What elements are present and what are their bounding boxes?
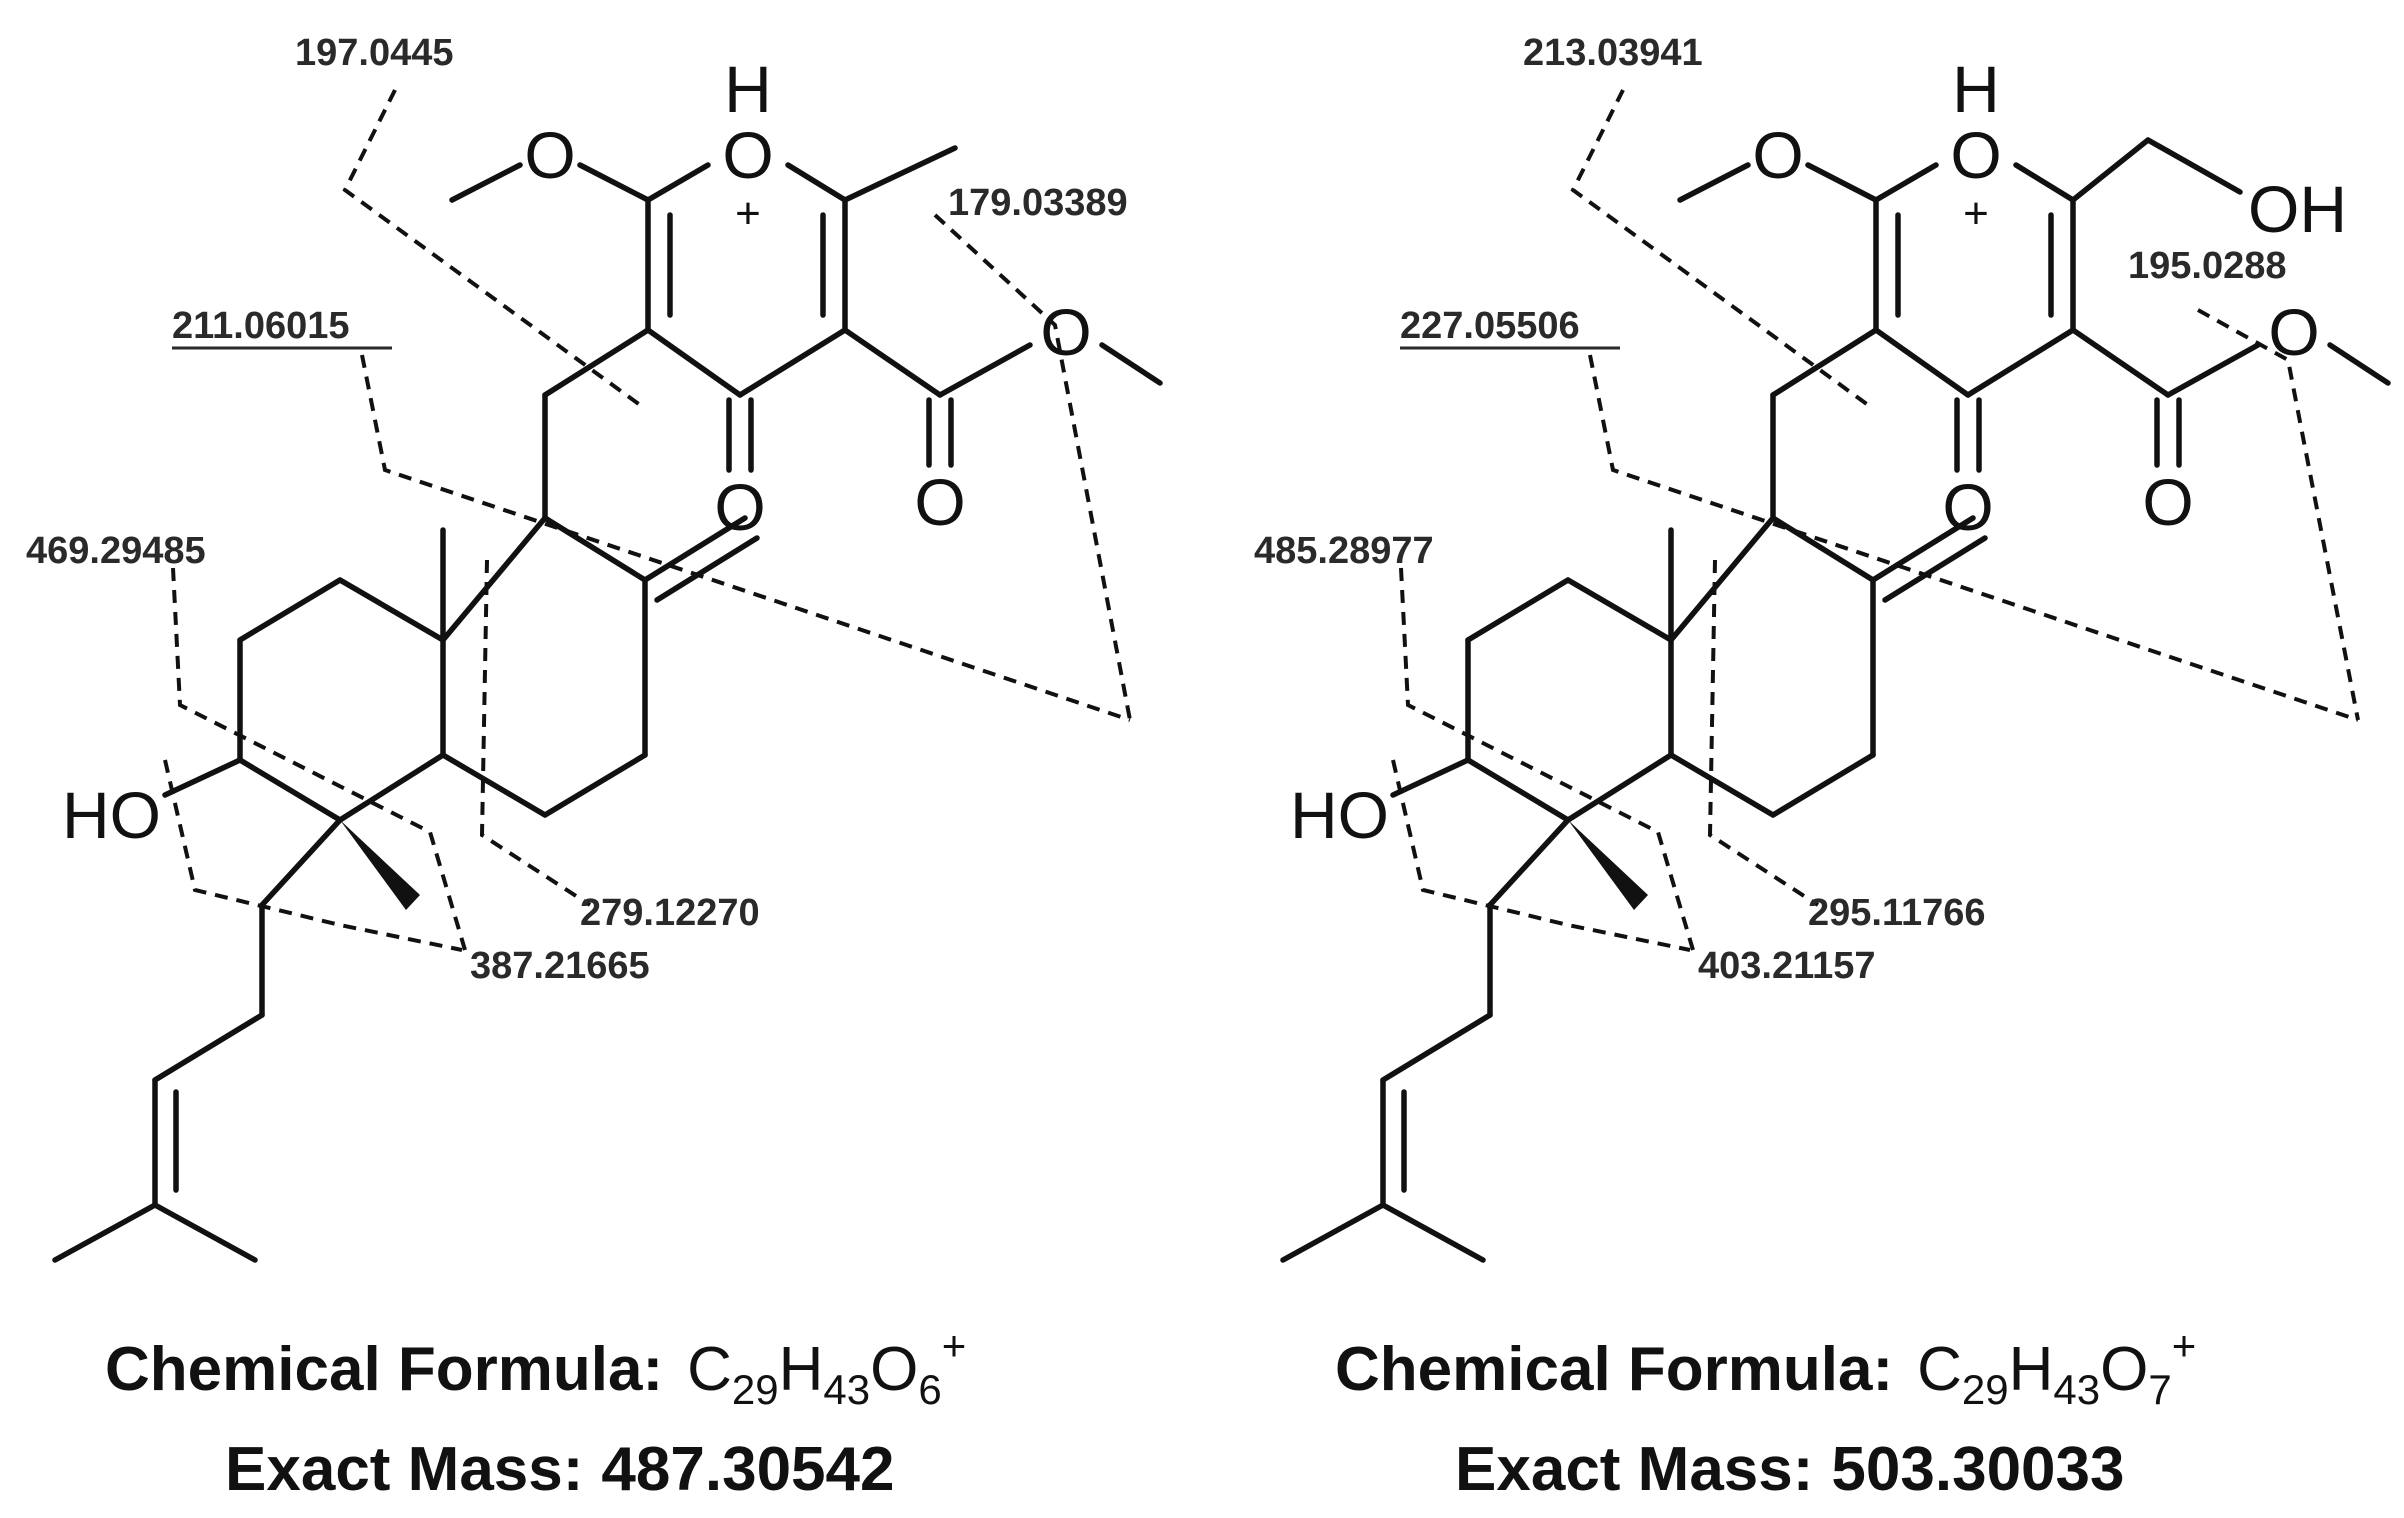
fragment-mass-label: 179.03389: [948, 182, 1128, 224]
bond-skeleton-left: [52, 145, 1163, 1263]
atom-ring-o: O: [1950, 118, 2001, 192]
fragment-mass-label: 295.11766: [1808, 892, 1986, 934]
atom-ester-o: O: [2268, 295, 2319, 369]
formula-o-count: 6: [918, 1366, 941, 1413]
fragment-mass-label: 279.12270: [580, 892, 760, 934]
atom-hydroxyl: HO: [62, 778, 161, 852]
fragment-mass-label: 195.0288: [2128, 245, 2287, 287]
atom-keto-o: O: [714, 470, 765, 544]
formula-c: C: [1917, 1335, 1962, 1404]
atom-ester-carbonyl-o: O: [2142, 465, 2193, 539]
atom-ring-h: H: [1952, 52, 2000, 126]
formula-charge: +: [2172, 1322, 2197, 1369]
chemical-formula-line: Chemical Formula: C29H43O6+: [105, 1322, 966, 1413]
fragment-mass-label: 197.0445: [295, 32, 454, 74]
formula-charge: +: [942, 1322, 967, 1369]
formula-label: Chemical Formula:: [105, 1335, 663, 1404]
atom-hydroxyl: HO: [1290, 778, 1389, 852]
fragment-mass-label: 227.05506: [1400, 305, 1580, 347]
fragment-mass-label: 485.28977: [1254, 530, 1434, 572]
formula-o: O: [870, 1335, 918, 1404]
formula-o: O: [2100, 1335, 2148, 1404]
atom-side-oh: OH: [2248, 172, 2347, 246]
fragment-mass-label: 469.29485: [26, 530, 206, 572]
atom-ring-o: O: [722, 118, 773, 192]
atom-ester-o: O: [1040, 295, 1091, 369]
chemical-formula-line: Chemical Formula: C29H43O7+: [1335, 1322, 2196, 1413]
atom-charge: +: [1963, 189, 1989, 238]
fragmentation-paths-left: [163, 89, 1132, 952]
formula-o-count: 7: [2148, 1366, 2171, 1413]
formula-h: H: [779, 1335, 824, 1404]
atom-charge: +: [735, 189, 761, 238]
exact-mass-line: Exact Mass: 503.30033: [1455, 1435, 2125, 1504]
wedge-methyl-right: [1568, 820, 1648, 910]
fragment-mass-label: 403.21157: [1698, 945, 1876, 987]
formula-h: H: [2009, 1335, 2054, 1404]
formula-label: Chemical Formula:: [1335, 1335, 1893, 1404]
formula-c-count: 29: [1962, 1366, 2009, 1413]
atom-methoxy-o: O: [524, 118, 575, 192]
atom-ester-carbonyl-o: O: [914, 465, 965, 539]
formula-h-count: 43: [823, 1366, 870, 1413]
structure-left: O H O + O O O HO 197.0445 179.03389 211.…: [26, 32, 1163, 1504]
bond-skeleton-right: [1280, 137, 2391, 1263]
formula-c-count: 29: [732, 1366, 779, 1413]
fragmentation-paths-right: [1391, 89, 2360, 952]
fragment-mass-label: 387.21665: [470, 945, 650, 987]
exact-mass-label: Exact Mass:: [1455, 1435, 1813, 1504]
exact-mass-value: 503.30033: [1831, 1435, 2124, 1504]
atom-ring-h: H: [724, 52, 772, 126]
exact-mass-line: Exact Mass: 487.30542: [225, 1435, 895, 1504]
formula-c: C: [687, 1335, 732, 1404]
exact-mass-value: 487.30542: [601, 1435, 894, 1504]
formula-h-count: 43: [2053, 1366, 2100, 1413]
wedge-methyl-left: [340, 820, 420, 910]
fragment-mass-label: 213.03941: [1523, 32, 1703, 74]
structure-right: O H O + O O O HO OH 213.03941 195.0288 2…: [1254, 32, 2391, 1504]
atom-keto-o: O: [1942, 470, 1993, 544]
fragment-mass-label: 211.06015: [172, 305, 350, 347]
atom-methoxy-o: O: [1752, 118, 1803, 192]
exact-mass-label: Exact Mass:: [225, 1435, 583, 1504]
